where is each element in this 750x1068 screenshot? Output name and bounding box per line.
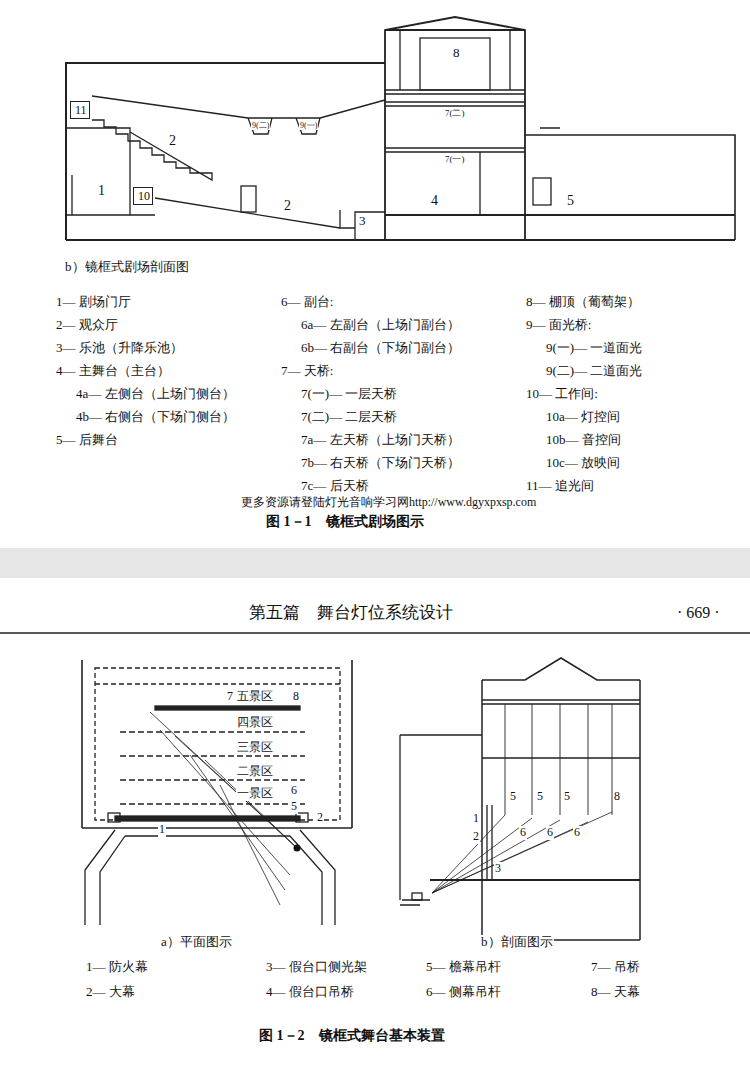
- legend-item: 6b— 右副台（下场门副台）: [300, 341, 461, 356]
- part-number: 4: [430, 193, 439, 209]
- room-number: 11: [75, 104, 85, 117]
- part-number: 2: [283, 198, 292, 214]
- room-box: 10: [133, 187, 153, 205]
- part-number: 3: [358, 214, 367, 229]
- part-number: 7(一): [444, 154, 466, 164]
- part-number: 7(二): [444, 108, 466, 118]
- zone-label: 二景区: [236, 765, 274, 779]
- legend-item: 8— 天幕: [590, 985, 641, 1000]
- part-number: 7: [226, 690, 234, 704]
- legend-item: 1— 剧场门厅: [55, 295, 132, 310]
- room-number: 10: [138, 190, 148, 203]
- part-number: 5: [536, 790, 544, 804]
- legend-item: 6— 侧幕吊杆: [425, 985, 502, 1000]
- part-number: 6: [573, 826, 581, 840]
- legend-item: 4— 主舞台（主台）: [55, 364, 171, 379]
- zone-label: 一景区: [236, 787, 274, 801]
- legend-item: 9(一)— 一道面光: [545, 341, 643, 356]
- figure-label: b）剖面图示: [480, 935, 554, 950]
- part-number: 8: [452, 46, 461, 61]
- legend-item: 7b— 右天桥（下场门天桥）: [300, 456, 461, 471]
- part-number: 5: [290, 800, 298, 814]
- legend-item: 5— 后舞台: [55, 433, 119, 448]
- part-number: 1: [97, 183, 106, 199]
- legend-item: 2— 大幕: [85, 985, 136, 1000]
- part-number: 6: [519, 826, 527, 840]
- legend-item: 7a— 左天桥（上场门天桥）: [300, 433, 461, 448]
- zone-label: 三景区: [236, 741, 274, 755]
- legend-item: 7— 吊桥: [590, 960, 641, 975]
- part-number: 1: [158, 823, 166, 837]
- part-number: 6: [290, 784, 298, 798]
- legend-item: 10b— 音控间: [545, 433, 622, 448]
- legend-item: 9— 面光桥:: [525, 318, 592, 333]
- legend-item: 1— 防火幕: [85, 960, 149, 975]
- legend-item: 10c— 放映间: [545, 456, 621, 471]
- part-number: 5: [509, 790, 517, 804]
- legend-item: 3— 乐池（升降乐池）: [55, 341, 184, 356]
- legend-item: 8— 棚顶（葡萄架）: [525, 295, 641, 310]
- legend-item: 10a— 灯控间: [545, 410, 621, 425]
- part-number: 2: [472, 830, 480, 844]
- legend-item: 9(二)— 二道面光: [545, 364, 643, 379]
- legend-item: 2— 观众厅: [55, 318, 119, 333]
- part-number: 2: [168, 133, 177, 149]
- legend-item: 5— 檐幕吊杆: [425, 960, 502, 975]
- legend-item: 4b— 右侧台（下场门侧台）: [75, 410, 236, 425]
- part-number: 2: [316, 811, 324, 825]
- legend-item: 7c— 后天桥: [300, 479, 370, 494]
- page-number: · 669 ·: [676, 604, 721, 622]
- running-head: 第五篇 舞台灯位系统设计: [248, 603, 454, 623]
- room-box: 11: [70, 101, 90, 119]
- figure-label: a）平面图示: [160, 935, 233, 950]
- legend-item: 4— 假台口吊桥: [265, 985, 355, 1000]
- part-number: 5: [563, 790, 571, 804]
- legend-item: 4a— 左侧台（上场门侧台）: [75, 387, 236, 402]
- part-number: 6: [546, 826, 554, 840]
- legend-item: 10— 工作间:: [525, 387, 599, 402]
- part-number: 3: [494, 862, 502, 876]
- part-number: 9(一): [299, 121, 318, 130]
- zone-label: 五景区: [236, 690, 274, 704]
- part-number: 9(二): [251, 121, 270, 130]
- legend-item: 7(二)— 二层天桥: [300, 410, 398, 425]
- part-number: 8: [292, 690, 300, 704]
- part-number: 8: [613, 790, 621, 804]
- legend-item: 3— 假台口侧光架: [265, 960, 368, 975]
- legend-item: 7— 天桥:: [280, 364, 334, 379]
- figure-label: b）镜框式剧场剖面图: [64, 260, 190, 275]
- figure-caption: 图 1－2 镜框式舞台基本装置: [258, 1028, 446, 1044]
- part-number: 1: [472, 812, 480, 826]
- watermark: 更多资源请登陆灯光音响学习网http://www.dgyxpxsp.com: [240, 496, 537, 510]
- part-number: 5: [566, 193, 575, 209]
- legend-item: 7(一)— 一层天桥: [300, 387, 398, 402]
- zone-label: 四景区: [236, 716, 274, 730]
- legend-item: 6— 副台:: [280, 295, 334, 310]
- legend-item: 11— 追光间: [525, 479, 595, 494]
- legend-item: 6a— 左副台（上场门副台）: [300, 318, 461, 333]
- figure-caption: 图 1－1 镜框式剧场图示: [265, 514, 425, 530]
